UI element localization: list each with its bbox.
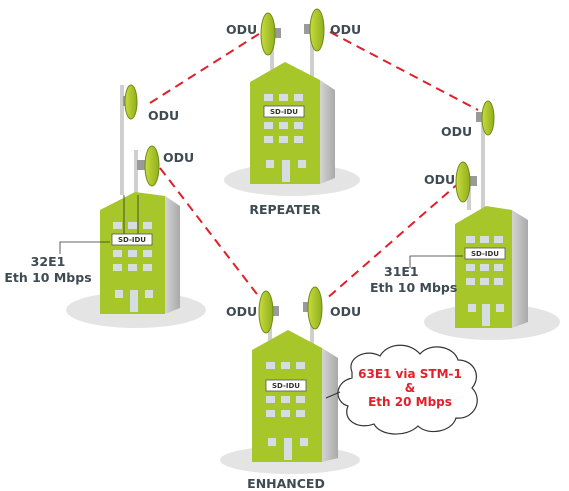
- cloud-line: Eth 20 Mbps: [368, 395, 452, 409]
- cloud-shape: [337, 344, 478, 435]
- idu-box: [111, 233, 153, 246]
- windows: [266, 362, 308, 460]
- odu-dish-icon: [476, 100, 495, 136]
- idu-label: SD-IDU: [471, 250, 499, 258]
- windows: [113, 222, 153, 312]
- building-side: [512, 210, 528, 328]
- left-site: SD-IDU ODU ODU 32E1 Eth 10 Mbps: [4, 84, 206, 328]
- odu-dish-icon: [258, 290, 279, 334]
- link-repeater-right: [329, 31, 479, 111]
- capacity-cloud: 63E1 via STM-1 & Eth 20 Mbps: [325, 344, 478, 435]
- idu-label: SD-IDU: [118, 236, 146, 244]
- odu-label: ODU: [163, 150, 194, 165]
- mast: [270, 32, 274, 82]
- capacity-line: Eth 10 Mbps: [4, 270, 91, 285]
- capacity-line: 31E1: [384, 264, 419, 279]
- odu-dish-icon: [137, 145, 160, 187]
- odu-label: ODU: [330, 22, 361, 37]
- leader-line: [59, 241, 110, 254]
- cloud-line: 63E1 via STM-1: [358, 367, 462, 381]
- mast: [481, 118, 485, 210]
- odu-label: ODU: [226, 22, 257, 37]
- odu-label: ODU: [424, 172, 455, 187]
- building-side: [320, 80, 335, 184]
- mast: [120, 85, 124, 195]
- capacity-line: 32E1: [31, 254, 66, 269]
- right-site: SD-IDU ODU ODU 31E1 Eth 10 Mbps: [370, 100, 560, 340]
- odu-dish-icon: [455, 161, 477, 203]
- odu-dish-icon: [260, 12, 281, 56]
- link-left-enhanced: [159, 167, 264, 303]
- odu-dish-icon: [304, 8, 325, 52]
- odu-label: ODU: [441, 124, 472, 139]
- mast: [134, 150, 138, 195]
- idu-box: [464, 247, 506, 260]
- idu-label: SD-IDU: [270, 108, 298, 116]
- odu-label: ODU: [226, 304, 257, 319]
- enhanced-site: SD-IDU ODU ODU ENHANCED 63E1 via STM-1 &…: [220, 286, 478, 491]
- building-side: [165, 196, 180, 314]
- odu-label: ODU: [148, 108, 179, 123]
- idu-box: [265, 379, 307, 392]
- link-left-repeater: [149, 31, 263, 104]
- cloud-line: &: [405, 381, 415, 395]
- mast: [467, 180, 471, 210]
- odu-dish-icon: [123, 84, 138, 120]
- idu-label: SD-IDU: [272, 382, 300, 390]
- odu-label: ODU: [330, 304, 361, 319]
- building-side: [322, 348, 338, 462]
- capacity-line: Eth 10 Mbps: [370, 280, 457, 295]
- radio-links: [149, 31, 479, 303]
- windows: [264, 94, 306, 182]
- enhanced-caption: ENHANCED: [247, 476, 325, 491]
- odu-dish-icon: [303, 286, 323, 330]
- idu-box: [263, 105, 305, 118]
- repeater-site: SD-IDU ODU ODU REPEATER: [224, 8, 361, 217]
- repeater-caption: REPEATER: [249, 202, 321, 217]
- mast: [310, 28, 314, 78]
- cloud-pointer: [325, 391, 341, 399]
- leader-line: [409, 255, 463, 268]
- windows: [466, 236, 504, 326]
